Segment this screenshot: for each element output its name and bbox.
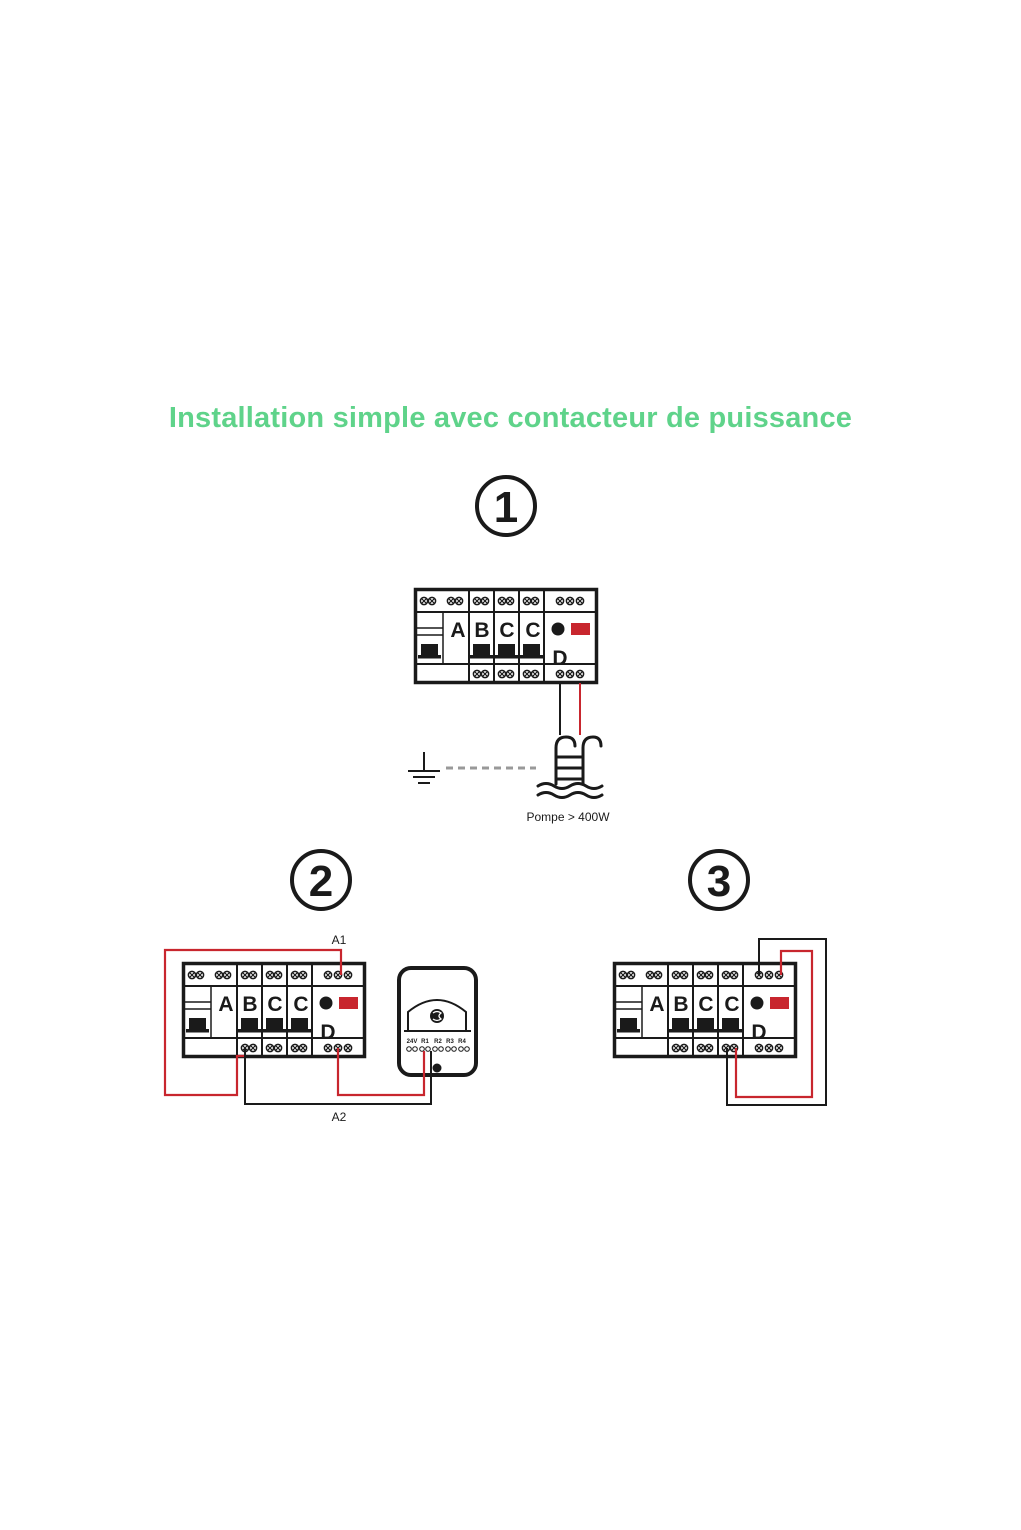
step-1-number: 1 [494,483,518,532]
terminal-r3: R3 [446,1039,454,1045]
electrical-panel-3: A B C C D [615,964,796,1057]
panel-label-a: A [450,619,465,642]
electrical-panel-1: A B C C D [416,590,597,683]
controller-logo-icon [430,1009,444,1023]
panel-label-c1: C [499,619,514,642]
panel-label-b: B [242,993,257,1016]
panel-label-a: A [218,993,233,1016]
pool-controller: 24V R1 R2 R3 R4 [397,966,478,1077]
panel-label-c2: C [525,619,540,642]
pool-ladder-icon [536,735,604,799]
panel-label-c2: C [724,993,739,1016]
wire-label-a1: A1 [332,933,347,947]
panel-label-c1: C [698,993,713,1016]
wire-a1-red [163,948,343,1097]
pump-label: Pompe > 400W [526,810,610,824]
panel-label-b: B [474,619,489,642]
panel-label-a: A [649,993,664,1016]
panel-label-c2: C [293,993,308,1016]
step-2: 2 A B C C D 24V R1 R2 R3 R4 [163,849,478,1124]
step-1: 1 A B C C D Pompe [408,475,610,824]
step-3-number: 3 [707,857,731,906]
terminal-r1: R1 [421,1039,429,1045]
bridge-wire-red [734,949,814,1099]
page-title: Installation simple avec contacteur de p… [168,402,853,434]
ground-icon [408,752,440,784]
step-3: 3 A B C C D [615,849,827,1106]
bridge-wire-black [726,938,827,1106]
wire-red-controller [336,1048,426,1097]
terminal-r2: R2 [434,1039,442,1045]
electrical-panel-2: A B C C D [184,964,365,1057]
panel-label-d: D [320,1021,335,1044]
step-2-number: 2 [309,857,333,906]
wire-a2-black [244,1048,432,1105]
panel-label-b: B [673,993,688,1016]
panel-label-d: D [552,647,567,670]
wire-label-a2: A2 [332,1110,347,1124]
panel-label-c1: C [267,993,282,1016]
panel-label-d: D [751,1021,766,1044]
terminal-r4: R4 [458,1039,466,1045]
terminal-24v: 24V [407,1039,418,1045]
